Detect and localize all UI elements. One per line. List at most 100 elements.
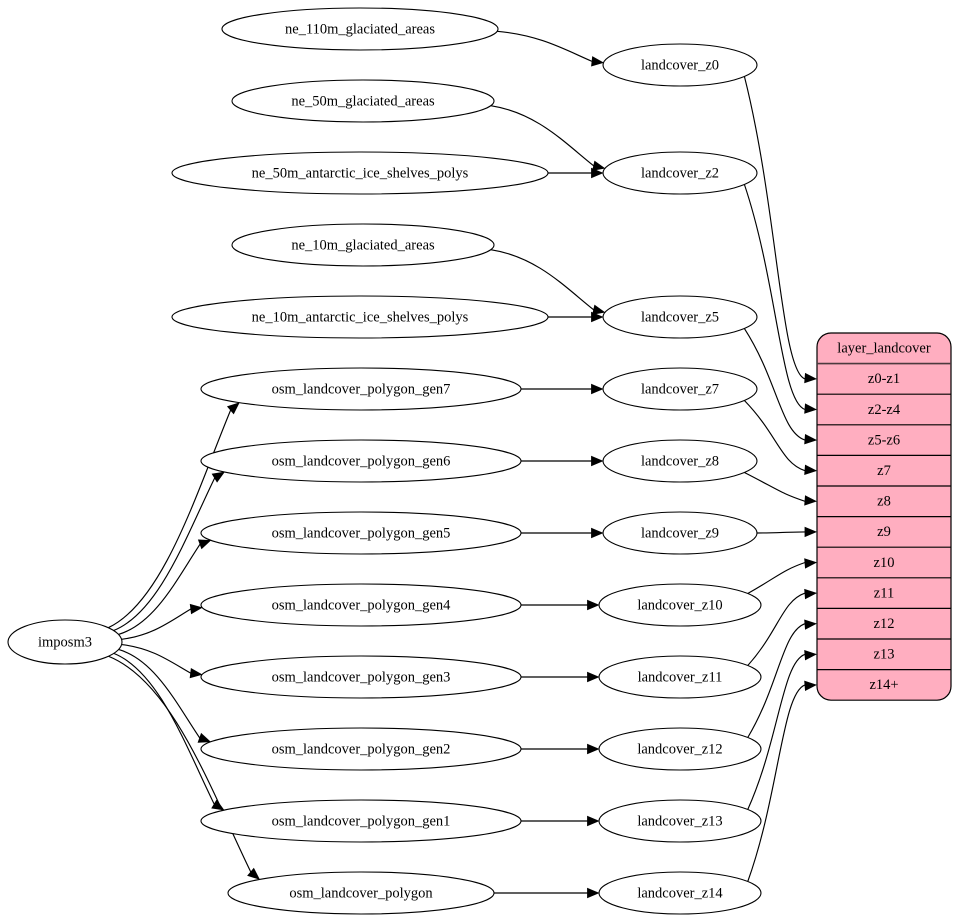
edge-imposm3-to-osm_landcover_polygon_gen6 — [113, 477, 216, 632]
node-landcover_z14[interactable]: landcover_z14 — [598, 871, 762, 915]
layer-table-row[interactable]: z14+ — [869, 677, 898, 693]
node-label: osm_landcover_polygon — [289, 885, 433, 901]
node-label: osm_landcover_polygon_gen7 — [272, 381, 451, 397]
node-osm_landcover_polygon_gen1[interactable]: osm_landcover_polygon_gen1 — [200, 799, 522, 843]
arrow-head-icon — [587, 671, 600, 683]
arrow-head-icon — [211, 471, 225, 483]
node-label: imposm3 — [38, 634, 92, 650]
edge-landcover_z11-to-table-row-7 — [747, 592, 806, 666]
arrow-head-icon — [591, 455, 604, 467]
edge-layer — [108, 30, 818, 899]
node-osm_landcover_polygon_gen7[interactable]: osm_landcover_polygon_gen7 — [200, 367, 522, 411]
arrow-head-icon — [247, 867, 260, 880]
edge-ne_50m_glaciated_areas-to-landcover_z2 — [490, 105, 595, 167]
node-label: osm_landcover_polygon_gen6 — [272, 453, 451, 469]
node-ne_50m_glaciated_areas[interactable]: ne_50m_glaciated_areas — [231, 79, 495, 123]
node-label: landcover_z9 — [641, 525, 719, 541]
layer-table-row[interactable]: z8 — [877, 494, 891, 510]
arrow-head-icon — [591, 527, 604, 539]
node-label: landcover_z5 — [641, 309, 719, 325]
node-label: landcover_z8 — [641, 453, 719, 469]
node-landcover_z5[interactable]: landcover_z5 — [602, 295, 758, 339]
arrow-head-icon — [189, 603, 203, 615]
node-landcover_z10[interactable]: landcover_z10 — [598, 583, 762, 627]
arrow-head-icon — [804, 403, 818, 414]
arrow-head-icon — [587, 887, 600, 899]
arrow-head-icon — [587, 743, 600, 755]
node-label: landcover_z12 — [637, 741, 722, 757]
edge-imposm3-to-osm_landcover_polygon_gen3 — [121, 644, 191, 674]
edge-imposm3-to-osm_landcover_polygon_gen7 — [108, 409, 232, 629]
layer-table-row[interactable]: z5-z6 — [868, 432, 900, 448]
arrow-head-icon — [804, 526, 818, 538]
node-ne_110m_glaciated_areas[interactable]: ne_110m_glaciated_areas — [221, 7, 499, 51]
arrow-head-icon — [804, 680, 818, 692]
node-landcover_z13[interactable]: landcover_z13 — [598, 799, 762, 843]
node-label: ne_50m_antarctic_ice_shelves_polys — [252, 165, 469, 181]
arrow-head-icon — [197, 539, 212, 550]
node-label: osm_landcover_polygon_gen5 — [272, 525, 451, 541]
layer-table-row[interactable]: z2-z4 — [868, 402, 901, 418]
arrow-head-icon — [592, 160, 606, 171]
layer-table-row[interactable]: z7 — [877, 463, 891, 479]
arrow-head-icon — [804, 650, 818, 661]
node-layer: imposm3 ne_110m_glaciated_areas ne_50m_gla… — [7, 7, 762, 915]
arrow-head-icon — [804, 434, 818, 445]
edge-landcover_z14-to-table-row-10 — [747, 684, 806, 882]
node-landcover_z12[interactable]: landcover_z12 — [598, 727, 762, 771]
edge-landcover_z0-to-table-row-0 — [743, 76, 806, 380]
node-label: landcover_z2 — [641, 165, 719, 181]
arrow-head-icon — [591, 56, 605, 67]
edge-imposm3-to-osm_landcover_polygon_gen4 — [121, 608, 192, 640]
node-label: osm_landcover_polygon_gen3 — [272, 669, 451, 685]
node-osm_landcover_polygon_gen3[interactable]: osm_landcover_polygon_gen3 — [200, 655, 522, 699]
node-osm_landcover_polygon_gen6[interactable]: osm_landcover_polygon_gen6 — [200, 439, 522, 483]
arrow-head-icon — [587, 815, 600, 827]
edge-landcover_z2-to-table-row-1 — [743, 184, 806, 411]
node-label: ne_50m_glaciated_areas — [291, 93, 435, 109]
node-imposm3[interactable]: imposm3 — [7, 619, 123, 665]
edge-landcover_z7-to-table-row-3 — [744, 400, 806, 472]
node-landcover_z9[interactable]: landcover_z9 — [602, 511, 758, 555]
node-landcover_z11[interactable]: landcover_z11 — [598, 655, 762, 699]
edge-imposm3-to-osm_landcover_polygon — [108, 655, 252, 873]
node-landcover_z0[interactable]: landcover_z0 — [602, 43, 758, 87]
layer-table-row[interactable]: z11 — [874, 585, 894, 601]
node-label: osm_landcover_polygon_gen4 — [272, 597, 452, 613]
layer-table-row[interactable]: z10 — [874, 555, 895, 571]
arrow-head-icon — [804, 464, 818, 475]
node-osm_landcover_polygon_gen5[interactable]: osm_landcover_polygon_gen5 — [200, 511, 522, 555]
node-landcover_z8[interactable]: landcover_z8 — [602, 439, 758, 483]
node-osm_landcover_polygon_gen4[interactable]: osm_landcover_polygon_gen4 — [200, 583, 522, 627]
layer-table-row[interactable]: z13 — [874, 647, 895, 663]
layer-table-row[interactable]: z12 — [874, 616, 895, 632]
node-ne_10m_antarctic_ice_shelves_polys[interactable]: ne_10m_antarctic_ice_shelves_polys — [171, 295, 549, 339]
node-ne_50m_antarctic_ice_shelves_polys[interactable]: ne_50m_antarctic_ice_shelves_polys — [171, 151, 549, 195]
node-landcover_z7[interactable]: landcover_z7 — [602, 367, 758, 411]
node-label: landcover_z0 — [641, 57, 719, 73]
node-osm_landcover_polygon_gen2[interactable]: osm_landcover_polygon_gen2 — [200, 727, 522, 771]
arrow-head-icon — [804, 588, 818, 600]
layer-table-row[interactable]: z0-z1 — [868, 371, 900, 387]
node-osm_landcover_polygon[interactable]: osm_landcover_polygon — [227, 871, 495, 915]
edge-ne_10m_glaciated_areas-to-landcover_z5 — [490, 249, 595, 311]
node-label: landcover_z10 — [637, 597, 722, 613]
arrow-head-icon — [591, 311, 604, 323]
node-label: osm_landcover_polygon_gen2 — [272, 741, 451, 757]
arrow-head-icon — [587, 599, 600, 611]
node-ne_10m_glaciated_areas[interactable]: ne_10m_glaciated_areas — [231, 223, 495, 267]
layer-table-row[interactable]: z9 — [877, 524, 891, 540]
node-label: landcover_z13 — [637, 813, 722, 829]
arrow-head-icon — [592, 304, 606, 315]
arrow-head-icon — [804, 558, 818, 569]
node-label: ne_110m_glaciated_areas — [285, 21, 435, 37]
edge-landcover_z13-to-table-row-9 — [747, 653, 806, 810]
edge-imposm3-to-osm_landcover_polygon_gen2 — [118, 648, 201, 739]
arrow-head-icon — [197, 732, 212, 743]
edge-landcover_z10-to-table-row-6 — [747, 561, 806, 594]
node-landcover_z2[interactable]: landcover_z2 — [602, 151, 758, 195]
node-label: landcover_z14 — [637, 885, 723, 901]
arrow-head-icon — [591, 383, 604, 395]
edge-landcover_z5-to-table-row-2 — [743, 328, 806, 441]
